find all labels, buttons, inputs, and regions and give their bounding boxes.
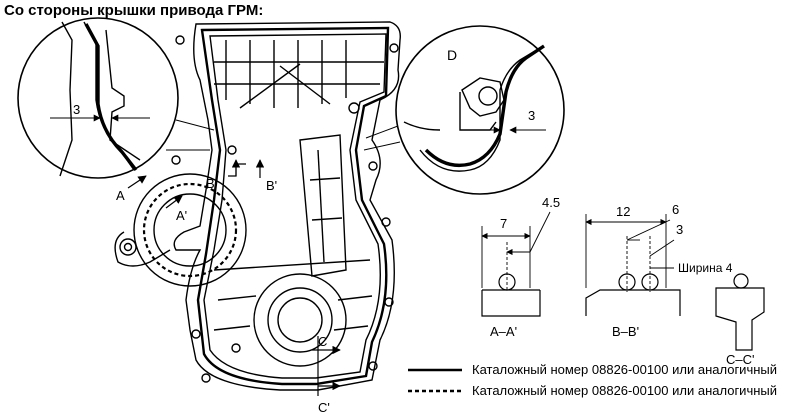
section-a-detail: 7 4.5 A–A' [481,195,560,339]
zoom-right-dimension: 3 [528,108,535,123]
legend: Каталожный номер 08826-00100 или аналоги… [408,362,777,398]
section-c-name: C–C' [726,352,755,367]
zoom-detail-right: D 3 [395,25,565,195]
legend-dashed-text: Каталожный номер 08826-00100 или аналоги… [472,383,777,398]
section-label-b-prime: B' [266,178,277,193]
zoom-right-leaders [363,125,401,151]
zoom-left-dimension: 3 [73,102,80,117]
sealant-bead-dashed [142,182,238,278]
section-b-detail: 12 6 3 Ширина 4 B–B' [585,202,733,339]
section-label-c-prime: C' [318,400,330,415]
legend-solid-text: Каталожный номер 08826-00100 или аналоги… [472,362,777,377]
section-b-dim-width: 12 [616,204,630,219]
diagram-heading: Со стороны крышки привода ГРМ: [4,2,263,19]
section-a-dim-offset: 4.5 [542,195,560,210]
section-label-c: C [318,334,327,349]
section-label-a-prime: A' [176,208,187,223]
section-b-note: Ширина 4 [678,261,733,275]
section-b-name: B–B' [612,324,639,339]
section-c-detail [715,273,765,351]
zoom-right-letter: D [447,47,457,63]
section-b-dim-gap: 3 [676,222,683,237]
section-arrows [127,159,341,396]
section-b-dim-offset: 6 [672,202,679,217]
timing-cover [114,21,401,391]
section-a-dim-width: 7 [500,216,507,231]
zoom-detail-left: 3 [17,17,179,179]
section-label-a: A [116,188,125,203]
section-a-name: A–A' [490,324,517,339]
section-label-b: B [206,176,215,191]
zoom-left-leaders [166,119,215,151]
sealant-bead-solid [196,26,390,386]
